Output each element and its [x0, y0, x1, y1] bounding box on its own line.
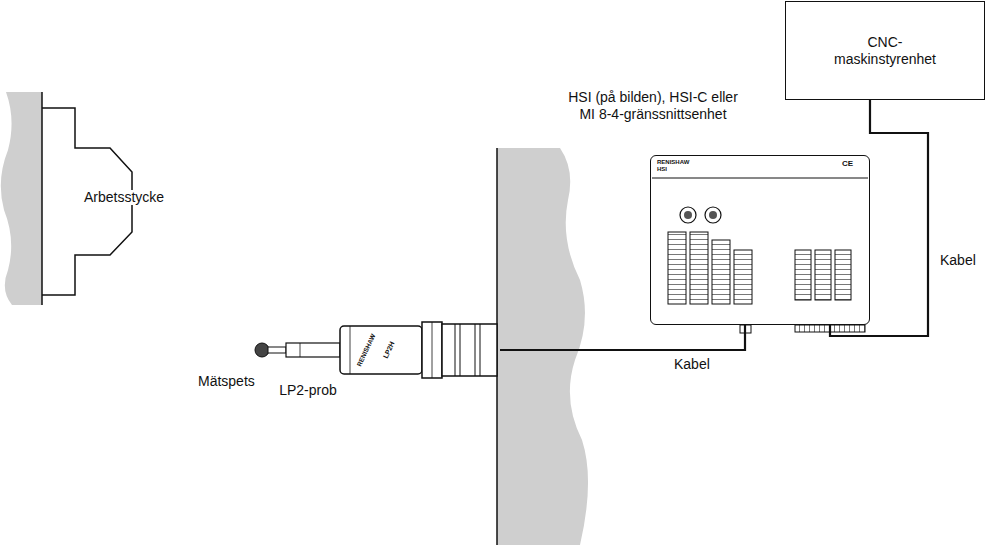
node-heading: HSI (på bilden), HSI-C eller MI 8-4-grän… — [568, 89, 738, 123]
machine-wall — [497, 148, 588, 545]
cable — [500, 325, 745, 350]
cable-label: Kabel — [938, 252, 978, 269]
part-label: Arbetsstycke — [82, 190, 166, 205]
interface-unit-details — [652, 178, 868, 333]
probe-body — [340, 322, 497, 378]
node-heading: LP2-prob — [268, 382, 348, 399]
interface-unit: HSI (på bilden), HSI-C eller MI 8-4-grän… — [650, 155, 870, 325]
brand-mark: RENISHAW — [657, 159, 689, 166]
model-mark: HSI — [657, 166, 667, 173]
part-label: Mätspets — [198, 374, 255, 389]
controller-box: CNC- maskinstyrenhet — [785, 1, 985, 100]
cable — [830, 100, 928, 336]
cable-label: Kabel — [672, 356, 712, 373]
stylus — [255, 343, 340, 357]
node-label: CNC- maskinstyrenhet — [825, 34, 945, 68]
ce-mark: CE — [842, 160, 853, 169]
